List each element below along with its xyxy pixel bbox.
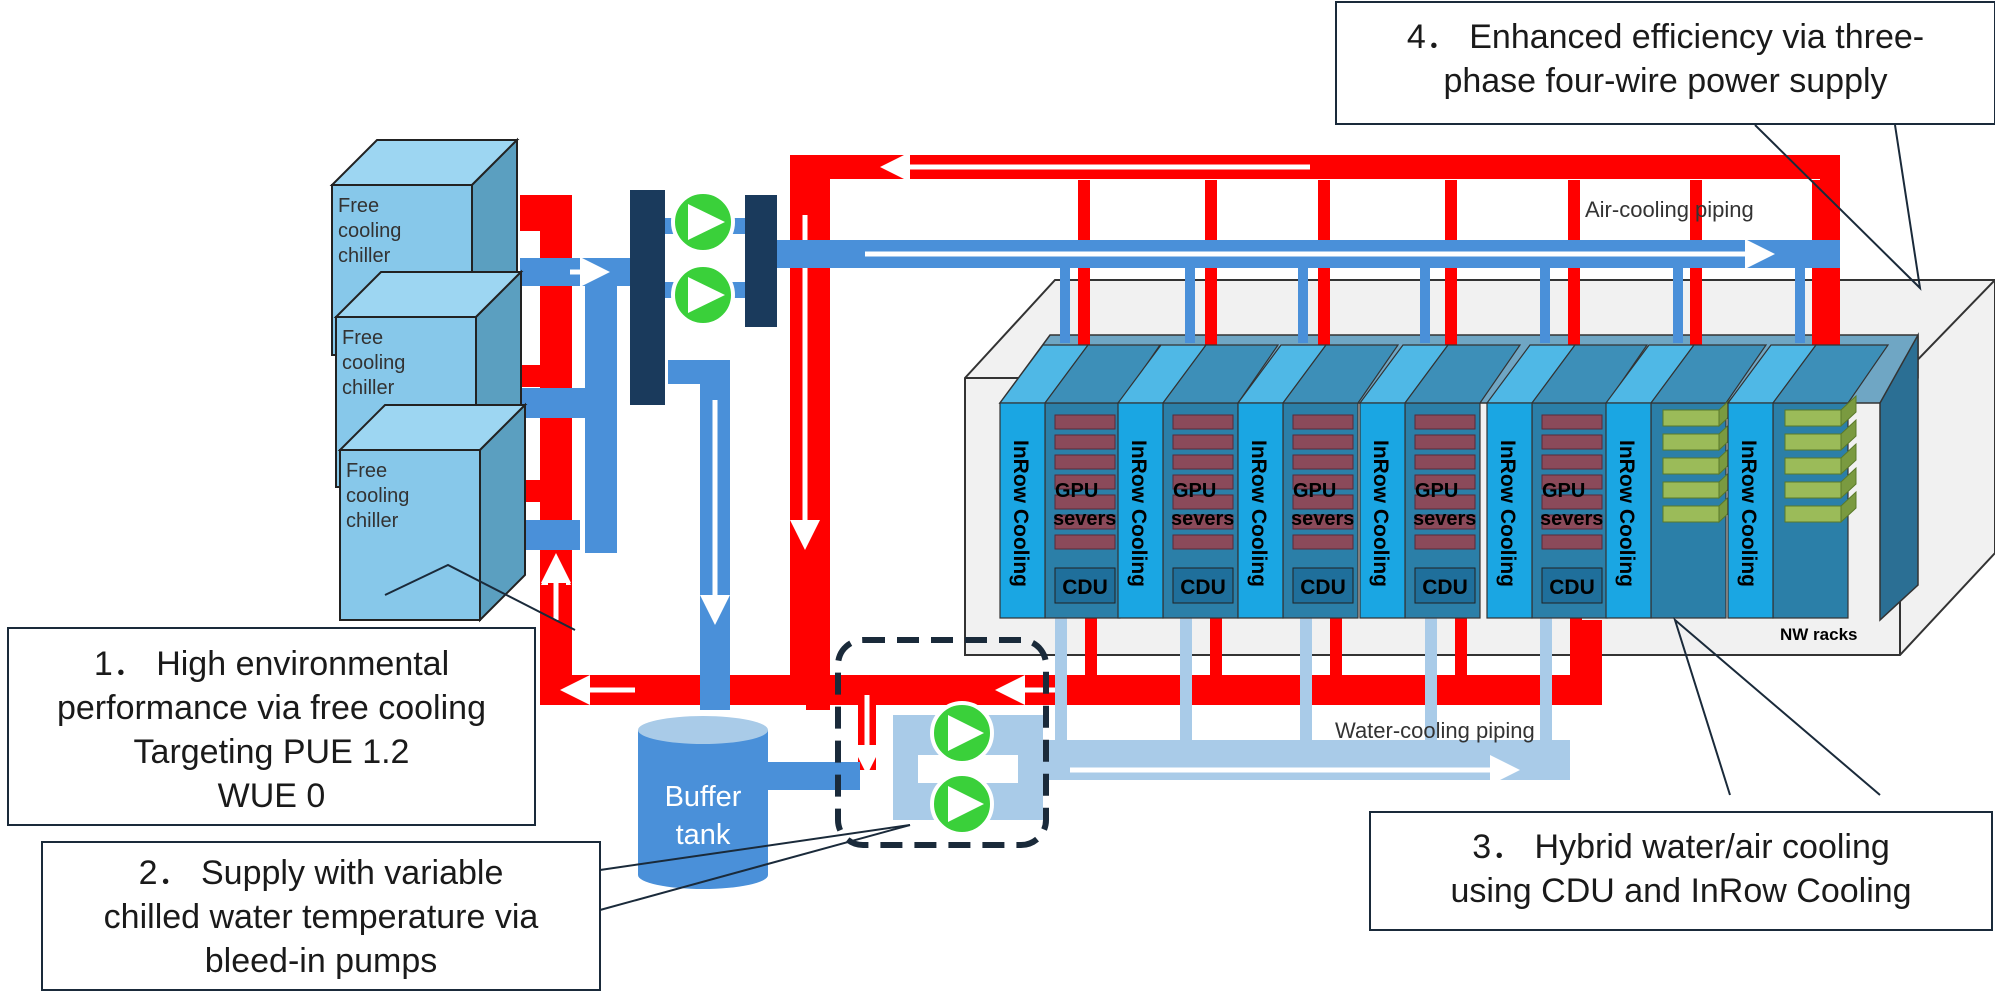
water-piping-label: Water-cooling piping bbox=[1335, 718, 1535, 743]
chiller-label: cooling bbox=[338, 220, 401, 242]
cdu-unit bbox=[1292, 567, 1354, 604]
chiller-label: chiller bbox=[338, 245, 391, 267]
inrow-cooling-label: InRow Cooling bbox=[1737, 440, 1760, 587]
bleed-in-pump-unit bbox=[835, 637, 1049, 848]
callout-text-line: Targeting PUE 1.2 bbox=[134, 733, 410, 771]
callout-leaders bbox=[384, 124, 1922, 911]
nw-server bbox=[1784, 457, 1842, 475]
chiller-label: chiller bbox=[342, 377, 395, 399]
cdu-label: CDU bbox=[1549, 576, 1595, 599]
callout-text-line: bleed-in pumps bbox=[205, 942, 437, 980]
callout-text-line: 1． High environmental bbox=[94, 645, 449, 683]
inrow-cooling-unit bbox=[1727, 402, 1774, 619]
nw-server bbox=[1784, 481, 1842, 499]
inrow-cooling-unit bbox=[1486, 402, 1533, 619]
callout-text-line: 2． Supply with variable bbox=[139, 854, 504, 892]
inrow-cooling-unit bbox=[1237, 402, 1284, 619]
hot-flow-arrows bbox=[560, 152, 1310, 775]
inrow-cooling-unit bbox=[999, 402, 1046, 619]
gpu-servers-label: GPU bbox=[1415, 480, 1458, 502]
rack-unit: InRow Cooling bbox=[1604, 344, 1768, 619]
cdu-unit bbox=[1414, 567, 1476, 604]
inrow-cooling-unit bbox=[1605, 402, 1652, 619]
chiller-label: Free bbox=[338, 195, 379, 217]
callout-text-line: 3． Hybrid water/air cooling bbox=[1472, 828, 1890, 866]
pump-icon bbox=[930, 772, 994, 836]
inrow-cooling-label: InRow Cooling bbox=[1369, 440, 1392, 587]
chiller-stack: FreecoolingchillerFreecoolingchillerFree… bbox=[329, 137, 528, 623]
callout-text-line: chilled water temperature via bbox=[104, 898, 539, 936]
callout-text-line: phase four-wire power supply bbox=[1443, 62, 1887, 100]
bleed-in-dashed-outline bbox=[835, 637, 1049, 848]
nw-server bbox=[1784, 409, 1842, 427]
callout-text-line: performance via free cooling bbox=[57, 689, 486, 727]
inrow-cooling-label: InRow Cooling bbox=[1615, 440, 1638, 587]
rack-unit: InRow Cooling bbox=[1726, 344, 1890, 619]
chiller-label: Free bbox=[342, 327, 383, 349]
gpu-servers-label: severs bbox=[1540, 508, 1603, 530]
water-pipes bbox=[1040, 600, 1570, 780]
callout-text-line: 4． Enhanced efficiency via three- bbox=[1407, 18, 1924, 56]
gpu-servers-label: GPU bbox=[1293, 480, 1336, 502]
chiller-label: chiller bbox=[346, 510, 399, 532]
pump-icon bbox=[671, 263, 735, 327]
cdu-unit bbox=[1541, 567, 1603, 604]
gpu-servers-label: GPU bbox=[1542, 480, 1585, 502]
callout-c2: 2． Supply with variable chilled water tem… bbox=[41, 841, 601, 991]
gpu-servers-label: GPU bbox=[1055, 480, 1098, 502]
cdu-unit bbox=[1054, 567, 1116, 604]
gpu-servers-label: severs bbox=[1171, 508, 1234, 530]
chiller-unit: Free cooling chiller bbox=[337, 402, 528, 623]
nw-racks-label: NW racks bbox=[1780, 625, 1857, 644]
nw-server bbox=[1662, 409, 1720, 427]
inrow-cooling-label: InRow Cooling bbox=[1247, 440, 1270, 587]
nw-server bbox=[1662, 433, 1720, 451]
inrow-cooling-label: InRow Cooling bbox=[1496, 440, 1519, 587]
cdu-unit bbox=[1172, 567, 1234, 604]
callout-c3: 3． Hybrid water/air cooling using CDU and… bbox=[1369, 811, 1993, 931]
gpu-servers-label: severs bbox=[1413, 508, 1476, 530]
buffer-tank-label-1: Buffer bbox=[665, 781, 742, 813]
buffer-tank-label-2: tank bbox=[676, 819, 731, 851]
primary-pump-manifold bbox=[630, 190, 777, 405]
air-piping-label: Air-cooling piping bbox=[1585, 197, 1754, 222]
nw-server bbox=[1662, 457, 1720, 475]
callout-text-line: using CDU and InRow Cooling bbox=[1450, 872, 1911, 910]
inrow-cooling-unit bbox=[1359, 402, 1406, 619]
gpu-servers-label: severs bbox=[1053, 508, 1116, 530]
inrow-cooling-unit bbox=[1117, 402, 1164, 619]
inrow-cooling-label: InRow Cooling bbox=[1009, 440, 1032, 587]
chiller-label: cooling bbox=[346, 485, 409, 507]
cdu-label: CDU bbox=[1180, 576, 1226, 599]
chiller-label: Free bbox=[346, 460, 387, 482]
pump-icon bbox=[671, 190, 735, 254]
pump-icon bbox=[930, 701, 994, 765]
buffer-tank: Buffer tank bbox=[638, 716, 768, 889]
callout-c4: 4． Enhanced efficiency via three-phase f… bbox=[1335, 1, 1995, 125]
nw-server bbox=[1662, 505, 1720, 523]
cdu-label: CDU bbox=[1422, 576, 1468, 599]
callout-text-line: WUE 0 bbox=[218, 777, 326, 815]
nw-server bbox=[1662, 481, 1720, 499]
nw-server bbox=[1784, 433, 1842, 451]
callout-c1: 1． High environmental performance via fre… bbox=[7, 627, 536, 826]
cdu-label: CDU bbox=[1300, 576, 1346, 599]
cdu-label: CDU bbox=[1062, 576, 1108, 599]
callouts: 1． High environmental performance via fre… bbox=[7, 1, 1995, 991]
inrow-cooling-label: InRow Cooling bbox=[1127, 440, 1150, 587]
nw-server bbox=[1784, 505, 1842, 523]
gpu-servers-label: GPU bbox=[1173, 480, 1216, 502]
chiller-label: cooling bbox=[342, 352, 405, 374]
gpu-servers-label: severs bbox=[1291, 508, 1354, 530]
